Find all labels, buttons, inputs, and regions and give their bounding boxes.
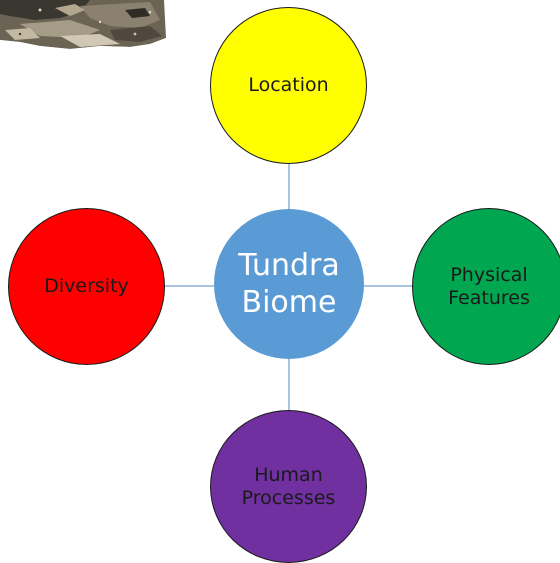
diversity-label: Diversity [44, 275, 129, 298]
tundra-rock-photo [0, 0, 168, 52]
diversity-node: Diversity [8, 208, 165, 365]
location-node: Location [210, 7, 367, 164]
location-label: Location [248, 74, 329, 97]
